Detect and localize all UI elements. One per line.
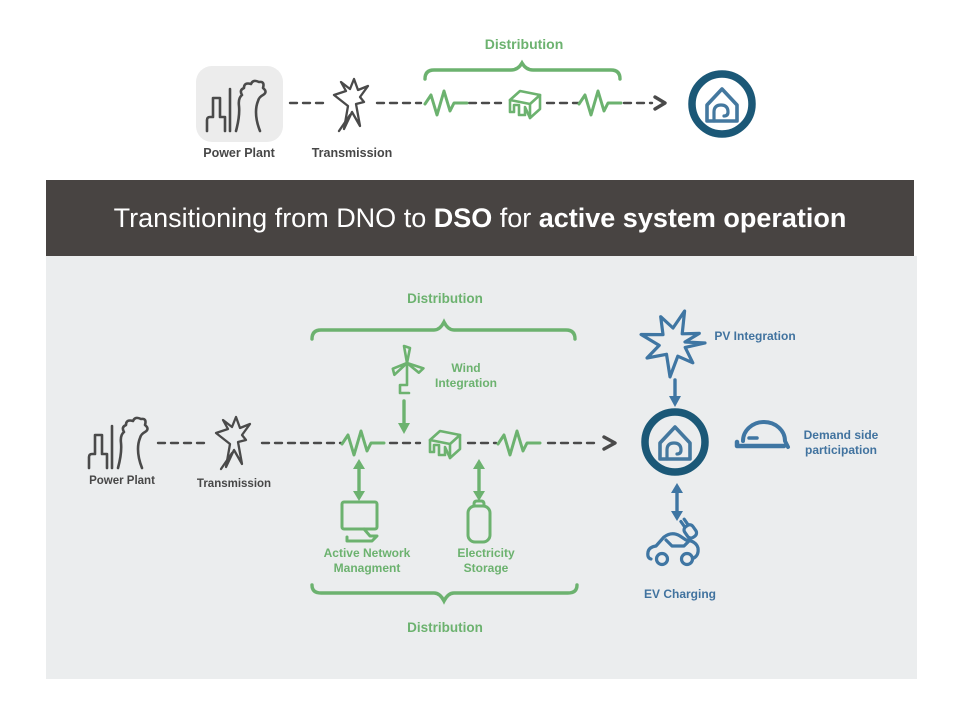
signal-wave-icon xyxy=(423,89,469,117)
arrow-head-to-house xyxy=(653,95,667,111)
transmission-tower-icon xyxy=(214,415,252,471)
electricity-storage-label: Electricity Storage xyxy=(457,546,515,575)
banner-text-dso: DSO xyxy=(433,202,493,233)
top-distribution-label: Distribution xyxy=(484,36,564,52)
banner-text: Transitioning from DNO to xyxy=(113,202,434,233)
distribution-brace-lower xyxy=(310,583,579,605)
battery-icon xyxy=(466,499,492,544)
ev-car-icon xyxy=(646,515,700,567)
signal-wave-icon xyxy=(340,429,386,457)
distribution-upper-label: Distribution xyxy=(407,291,483,306)
pv-down-arrow xyxy=(669,378,681,407)
distribution-brace-top-diagram xyxy=(423,59,622,81)
top-power-plant-label: Power Plant xyxy=(203,146,275,160)
wind-turbine-icon xyxy=(389,344,425,395)
transmission-tower-icon xyxy=(332,77,370,133)
demand-side-label: Demand side participation xyxy=(803,428,879,457)
hard-hat-icon xyxy=(737,422,788,447)
pv-integration-label: PV Integration xyxy=(714,329,796,343)
ev-charging-label: EV Charging xyxy=(643,587,716,601)
house-circle xyxy=(688,70,756,138)
banner-text: for xyxy=(492,202,539,233)
monitor-icon xyxy=(340,500,379,543)
distribution-lower-label: Distribution xyxy=(407,620,483,635)
main-power-plant-label: Power Plant xyxy=(89,475,155,487)
substation-icon xyxy=(428,429,462,460)
house-icon xyxy=(705,87,739,123)
ev-double-arrow xyxy=(671,483,683,521)
signal-wave-icon xyxy=(496,429,542,457)
wind-down-arrow xyxy=(398,399,410,434)
wind-integration-label: Wind Integration xyxy=(435,361,497,390)
top-transmission-label: Transmission xyxy=(311,146,393,160)
house-circle xyxy=(641,408,709,476)
anm-double-arrow xyxy=(353,459,365,501)
banner-text-active: active system operation xyxy=(538,202,847,233)
distribution-brace-upper xyxy=(310,318,577,341)
pv-sun-icon xyxy=(639,309,707,379)
house-icon xyxy=(658,425,692,461)
substation-icon xyxy=(508,89,542,120)
active-network-management-label: Active Network Managment xyxy=(323,546,411,575)
storage-double-arrow xyxy=(473,459,485,501)
arrow-head-to-house xyxy=(602,435,617,451)
signal-wave-icon xyxy=(577,89,623,117)
main-transmission-label: Transmission xyxy=(196,478,272,490)
power-plant-icon xyxy=(87,416,149,470)
title-banner: Transitioning from DNO to DSO for active… xyxy=(46,180,914,256)
